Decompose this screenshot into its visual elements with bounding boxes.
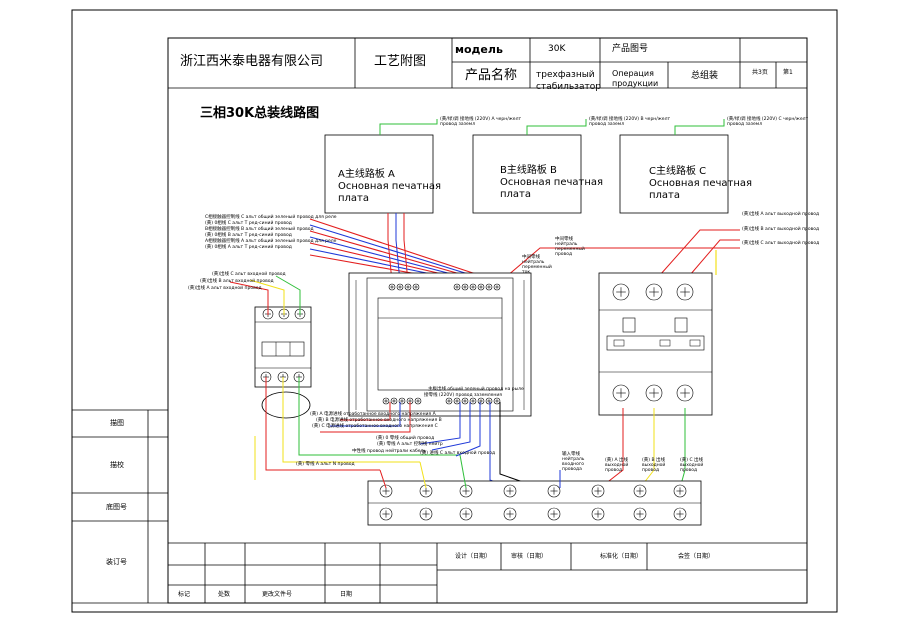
diagram-title: 三相30K总装线路图 <box>200 106 320 121</box>
breaker-output-wires <box>265 377 460 471</box>
bottom-label-6: (黄) 0 零线 общий провод <box>376 436 435 441</box>
left-wire-label-3: B相接触器控制线 B альт общий зеленый провод <box>205 227 314 232</box>
footer-design: 设计（日期） <box>455 553 492 560</box>
sheets-total: 共3页 <box>752 69 768 76</box>
breaker-label-b: (黄)出线 B альт входной провод <box>200 279 274 284</box>
terminal-feeds <box>379 454 561 489</box>
left-wire-label-5: A相接触器控制线 A альт общий зеленый провод для… <box>205 239 337 244</box>
left-wire-label-2: (黄) 0相线 C альт Т ред-синий провод <box>205 221 292 226</box>
controller-screen <box>377 297 503 391</box>
bottom-label-4: (黄) B 电源进线 отработанное входного напряже… <box>316 418 442 423</box>
footer-count: 处数 <box>218 591 231 598</box>
board-b-line1: B主线路板 B <box>500 165 557 176</box>
terminal-out-c: (黄) C 出线 выходной провод <box>680 458 704 473</box>
bottom-label-9: (黄) 进线 C альт входной провод <box>420 451 496 456</box>
breaker-label-a: (黄)出线 A альт входной провод <box>188 286 262 291</box>
side-strip <box>72 409 168 604</box>
bottom-label-8: 中性线 провод нейтрали кабель <box>352 449 427 454</box>
board-b-line3: плата <box>500 189 532 200</box>
drawing-number-label: 产品图号 <box>612 44 649 54</box>
breaker-input-wires <box>229 275 301 315</box>
right-wire-label-c: (黄)出线 C альт выходной провод <box>742 241 820 246</box>
title-block-header <box>168 38 807 89</box>
model-value: 30K <box>548 44 566 54</box>
terminal-neutral-note: 输入零线 нейтраль входного провода <box>562 452 585 472</box>
left-wire-label-6: (黄) 0相线 A альт Т ред-синий провод <box>205 245 292 250</box>
bottom-label-3: (黄) A 电源进线 отработанное входного напряже… <box>310 412 436 417</box>
board-a <box>324 134 434 214</box>
board-a-line3: плата <box>338 193 370 204</box>
board-c-ground-note: (黄/绿)调 接地线 (220V) C черн/желт провод заз… <box>727 117 809 127</box>
relay-neutral-note: 中间零线 нейтраль переменный провод <box>555 237 585 257</box>
operation-label: Операция продукции <box>612 69 659 88</box>
bottom-label-2: 接零线 (220V) провод заземления <box>424 393 502 398</box>
breaker-label-c: (黄)出线 C альт входной провод <box>212 272 286 277</box>
red-wire-right-3 <box>689 239 740 276</box>
inner-frame <box>167 37 808 604</box>
terminal-out-b: (黄) B 出线 выходной провод <box>642 458 666 473</box>
contactor-output-wires <box>599 408 686 489</box>
side-label-check: 描校 <box>110 461 124 469</box>
footer-mark: 标记 <box>178 591 191 598</box>
red-wire-right <box>499 247 740 283</box>
bottom-label-7: (黄) 零线 A альт 控制线 нейтр <box>377 442 443 447</box>
board-a-wires <box>387 213 409 283</box>
bottom-label-5: (黄) C 电源进线 отработанное входного напряже… <box>312 424 438 429</box>
board-a-line2: Основная печатная <box>338 181 442 192</box>
board-c-line2: Основная печатная <box>649 178 753 189</box>
red-wire-right-2 <box>659 229 740 276</box>
right-wire-label-b: (黄)出线 B альт выходной провод <box>742 227 820 232</box>
board-b-ground-note: (黄/绿)调 接地线 (220V) B черн/желт провод заз… <box>589 117 671 127</box>
board-c-line3: плата <box>649 190 681 201</box>
footer-standard: 标准化（日期） <box>600 553 643 560</box>
terminal-block-screws <box>379 484 687 521</box>
bottom-label-10: (黄) 零线 A альт N провод <box>296 462 355 467</box>
board-c-label: C主线路板 C Основная печатная плата <box>649 166 752 202</box>
footer-grid <box>168 542 807 603</box>
board-a-label: A主线路板 A Основная печатная плата <box>338 169 441 205</box>
sheet-number: 第1 <box>783 69 793 76</box>
outer-frame <box>71 9 838 613</box>
footer-approve: 会签（日期） <box>678 553 715 560</box>
controller-top-terminals <box>388 283 501 291</box>
footer-change-doc: 更改文件号 <box>262 591 293 598</box>
bottom-label-1: 主板出线 общий зеленый провод на рыле <box>428 387 524 392</box>
company-name: 浙江西米泰电器有限公司 <box>180 54 324 69</box>
terminal-block <box>367 480 702 526</box>
document-type: 工艺附图 <box>374 54 427 69</box>
right-wire-label-a: (黄)出线 A альт выходной провод <box>742 212 820 217</box>
center-neutral-note: 中间零线 нейтраль переменный ток <box>522 255 552 275</box>
board-b-line2: Основная печатная <box>500 177 604 188</box>
side-label-trace: 描图 <box>110 419 124 427</box>
product-name-label: 产品名称 <box>465 68 518 83</box>
board-c-line1: C主线路板 C <box>649 166 707 177</box>
board-a-ground-note: (黄/绿)调 接地线 (220V) A черн/желт провод заз… <box>440 117 522 127</box>
current-sensor <box>261 391 311 419</box>
board-c <box>619 134 729 214</box>
side-label-binding-no: 装订号 <box>106 558 127 566</box>
left-wire-label-1: C相接触器控制线 C альт общий зеленый провод для… <box>205 215 337 220</box>
product-name-value: трехфазный стабильзатор <box>536 70 601 92</box>
ground-wires <box>379 119 725 135</box>
footer-review: 审核（日期） <box>511 553 548 560</box>
board-b-label: B主线路板 B Основная печатная плата <box>500 165 603 201</box>
assembly-label: 总组装 <box>691 71 719 81</box>
board-a-line1: A主线路板 A <box>338 169 395 180</box>
contactor-terminals <box>612 283 694 402</box>
left-wire-label-4: (黄) 0相线 B альт Т ред-синий провод <box>205 233 292 238</box>
terminal-out-a: (黄) A 出线 выходной провод <box>605 458 629 473</box>
side-label-base-no: 底图号 <box>106 503 127 511</box>
footer-date: 日期 <box>340 591 353 598</box>
model-label: модель <box>455 43 503 56</box>
